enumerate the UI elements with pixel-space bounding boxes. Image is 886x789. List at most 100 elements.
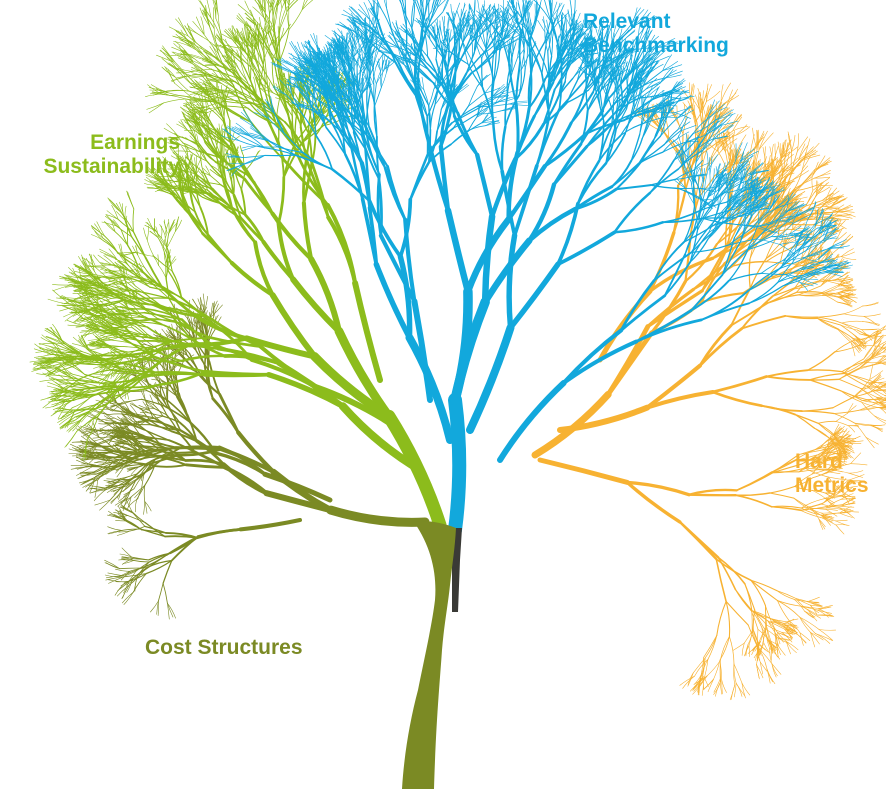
branch-segment [202, 10, 214, 28]
branch-segment [76, 460, 92, 465]
hard-metrics-branches [535, 83, 886, 700]
branch-segment [713, 392, 762, 406]
branch-segment [823, 513, 839, 515]
branch-segment [173, 36, 190, 42]
branch-segment [312, 162, 329, 217]
branch-segment [124, 592, 133, 605]
branch-segment [842, 506, 854, 507]
branch-segment [714, 660, 720, 679]
branch-segment [96, 462, 111, 463]
branch-segment [777, 591, 794, 600]
branch-segment [122, 529, 141, 530]
branch-segment [809, 601, 819, 602]
branch-segment [282, 129, 311, 162]
branch-segment [145, 501, 147, 513]
branch-segment [689, 490, 737, 495]
branch-segment [759, 133, 773, 150]
branch-segment [713, 377, 767, 392]
branch-segment [841, 249, 853, 257]
branch-segment [222, 141, 223, 157]
branch-segment [100, 252, 115, 258]
branch-segment [736, 493, 770, 495]
branch-segment [144, 228, 148, 240]
branch-segment [331, 510, 425, 522]
branch-segment [105, 560, 120, 569]
branch-segment [213, 8, 214, 29]
branch-segment [145, 523, 165, 537]
branch-segment [708, 679, 714, 692]
branch-segment [841, 252, 854, 257]
branch-segment [758, 130, 759, 150]
branch-segment [125, 268, 127, 280]
branch-segment [165, 223, 168, 235]
branch-segment [809, 611, 821, 619]
branch-segment [742, 683, 746, 698]
branch-segment [821, 513, 830, 514]
branch-segment [196, 156, 197, 169]
branch-segment [195, 158, 197, 170]
branch-segment [744, 630, 753, 644]
branch-segment [777, 591, 796, 599]
branch-segment [540, 460, 627, 482]
branch-segment [52, 284, 71, 285]
branch-segment [160, 224, 165, 234]
branch-segment [241, 520, 300, 529]
branch-segment [122, 548, 132, 557]
branch-segment [842, 321, 863, 323]
branch-segment [839, 379, 860, 388]
branch-segment [245, 179, 273, 214]
branch-segment [68, 325, 81, 326]
branch-segment [147, 226, 149, 240]
branch-segment [717, 601, 726, 635]
branch-segment [817, 314, 843, 317]
branch-segment [205, 375, 269, 376]
branch-segment [736, 683, 742, 696]
branch-segment [77, 416, 98, 431]
branch-segment [870, 364, 873, 379]
branch-segment [135, 500, 136, 512]
branch-segment [201, 17, 204, 35]
branch-segment [123, 519, 141, 529]
branch-segment [842, 362, 863, 372]
branch-segment [766, 377, 809, 380]
branch-segment [800, 617, 811, 632]
branch-segment [770, 487, 795, 494]
branch-segment [277, 97, 280, 116]
branch-segment [841, 257, 856, 260]
branch-segment [164, 99, 186, 103]
branch-segment [818, 423, 834, 436]
branch-segment [749, 646, 750, 657]
branch-segment [770, 493, 794, 498]
branch-segment [736, 495, 772, 507]
branch-segment [749, 259, 750, 288]
branch-segment [170, 538, 197, 554]
branch-segment [144, 485, 145, 501]
branch-segment [181, 447, 219, 448]
branch-segment [864, 316, 877, 325]
branch-segment [815, 634, 832, 641]
branch-segment [808, 370, 842, 372]
branch-segment [289, 10, 302, 30]
branch-segment [842, 372, 868, 383]
branch-segment [122, 592, 133, 603]
branch-segment [730, 685, 735, 700]
branch-segment [200, 8, 210, 27]
branch-segment [742, 316, 785, 329]
branch-segment [866, 437, 874, 448]
branch-segment [121, 230, 128, 245]
branch-segment [108, 527, 122, 531]
branch-segment [810, 379, 840, 380]
branch-segment [115, 569, 129, 571]
branch-segment [878, 339, 886, 346]
branch-segment [808, 352, 835, 370]
branch-segment [846, 443, 861, 444]
branch-segment [844, 314, 864, 317]
branch-segment [866, 437, 879, 444]
branch-segment [751, 580, 778, 600]
branch-segment [328, 217, 355, 283]
branch-segment [782, 235, 798, 242]
branch-segment [131, 485, 145, 496]
branch-segment [82, 330, 97, 331]
branch-segment [680, 522, 718, 558]
